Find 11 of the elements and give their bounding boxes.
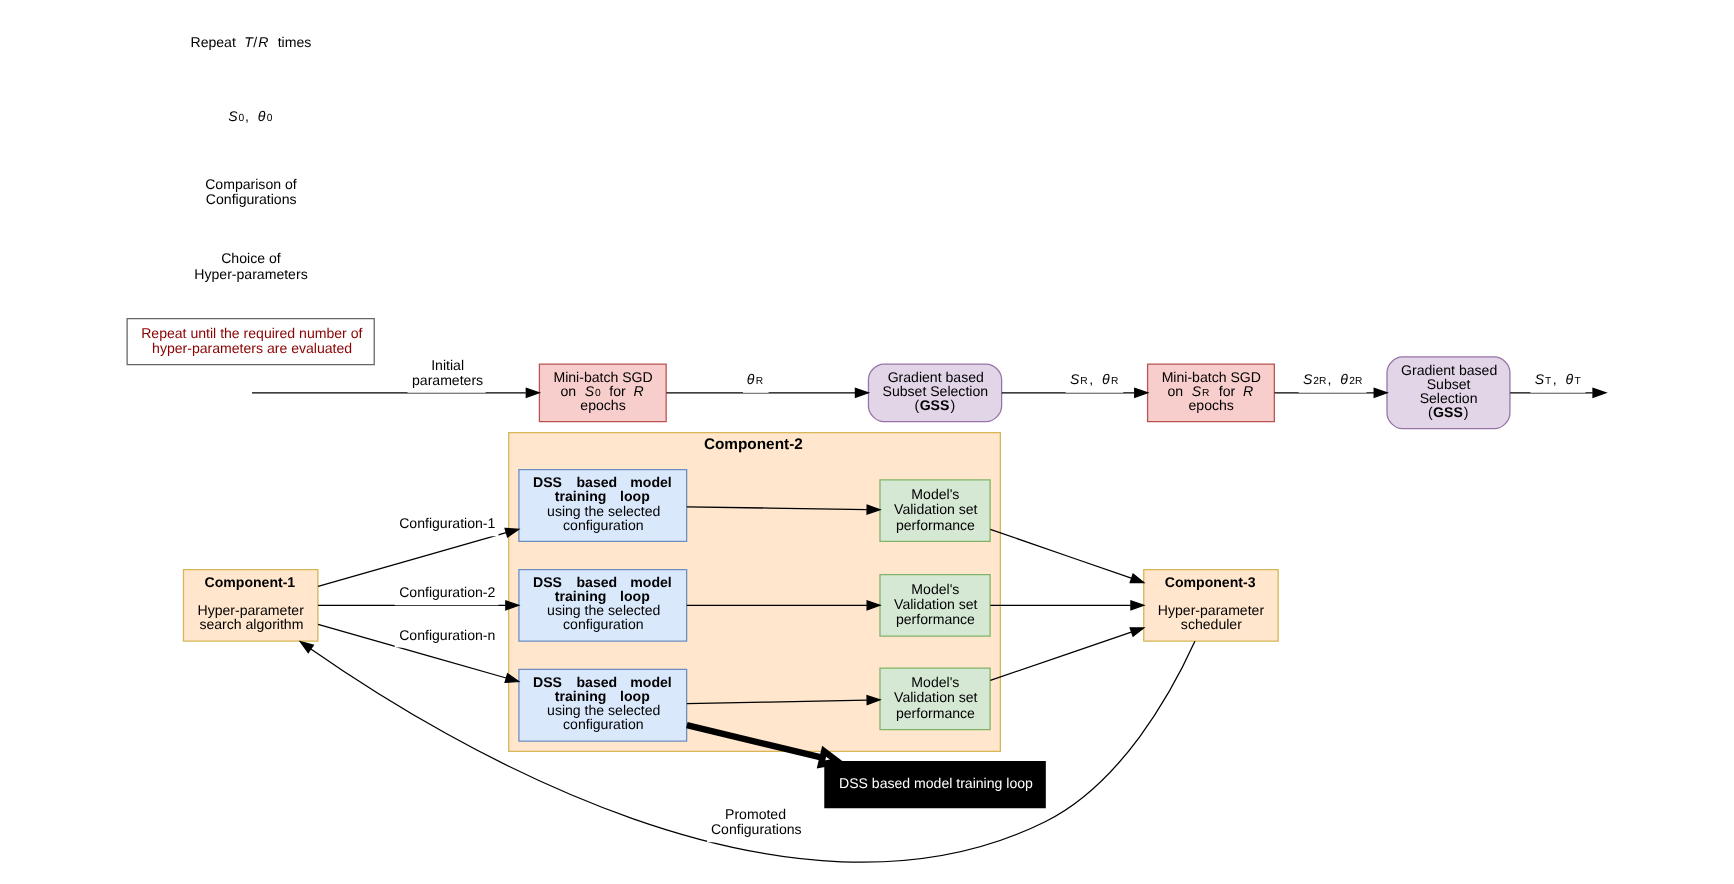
arrow [989, 528, 1146, 584]
arrow [665, 387, 871, 399]
arrow [686, 694, 882, 706]
arrow [686, 504, 882, 515]
arrow [989, 600, 1146, 611]
arrow [317, 600, 521, 611]
arrow [989, 627, 1146, 681]
arrow [686, 722, 846, 769]
arrow [317, 527, 521, 588]
arrow [686, 600, 882, 611]
arrow [298, 640, 1196, 863]
